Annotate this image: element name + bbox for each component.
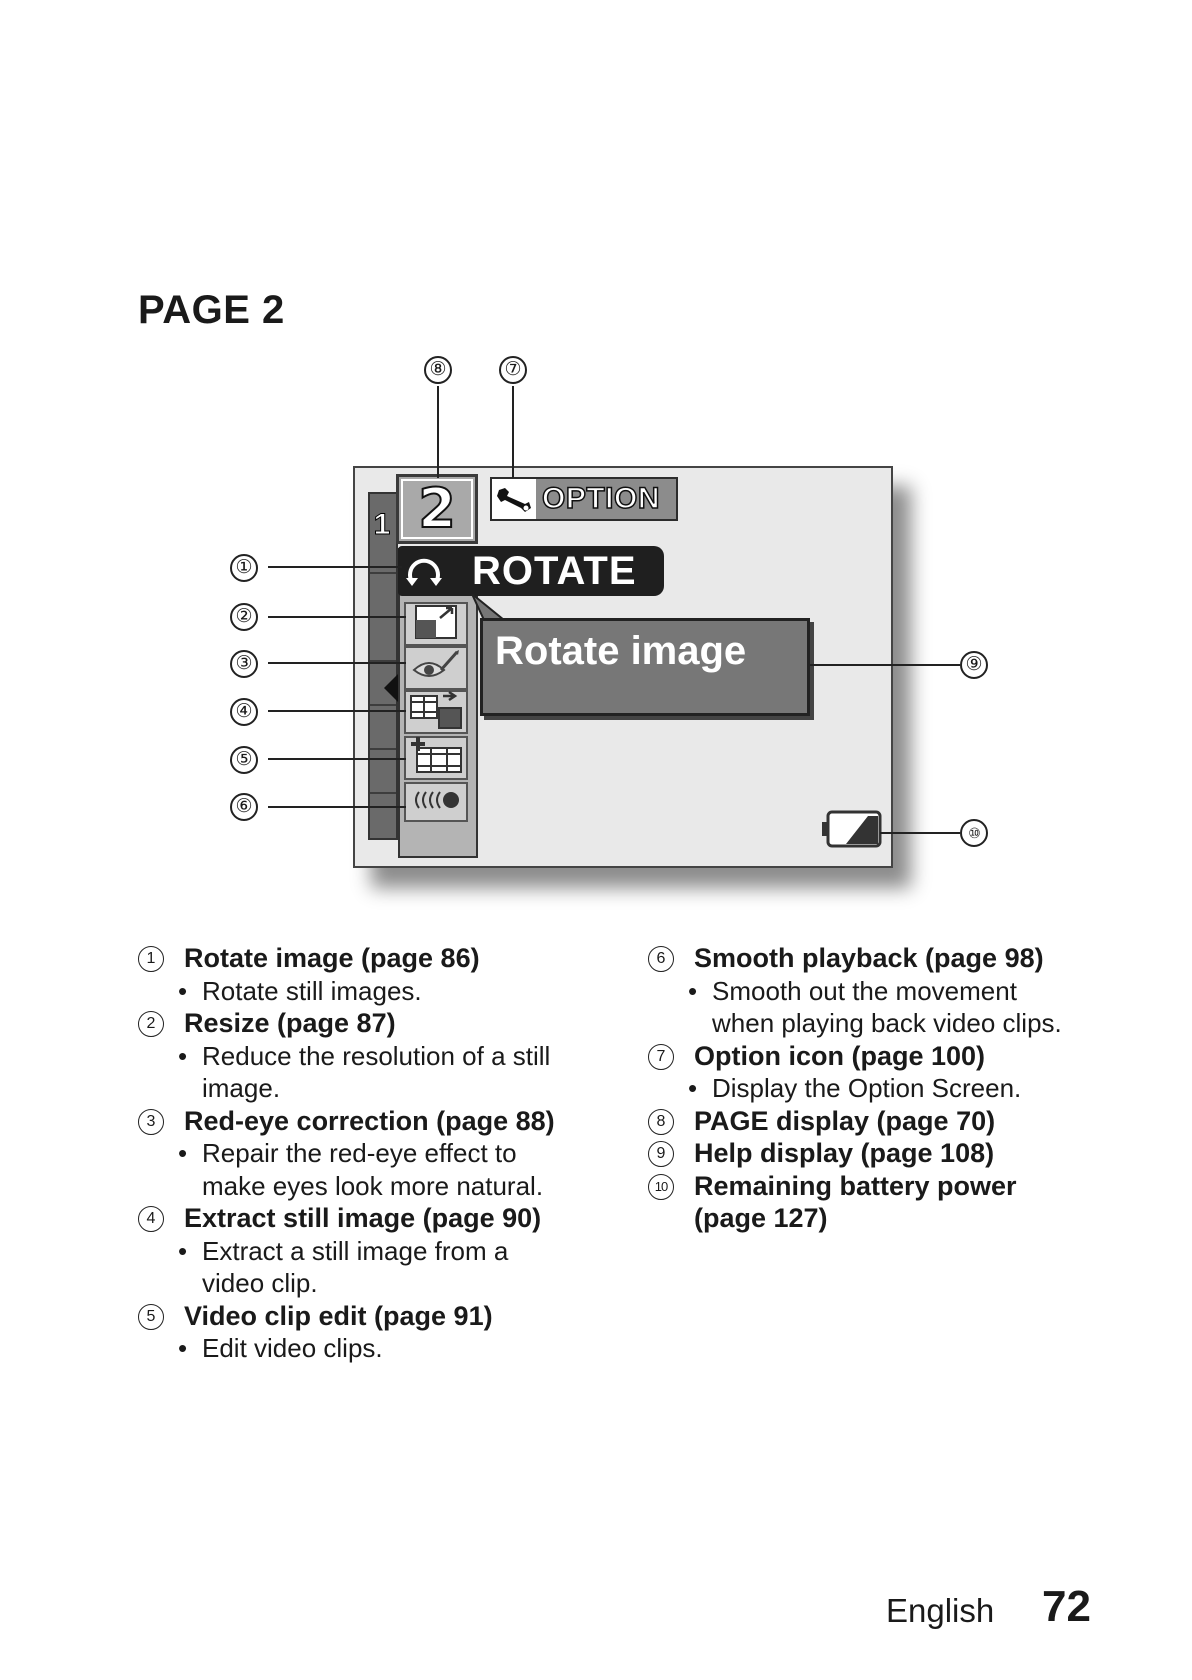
page-display: 2 xyxy=(396,474,478,544)
rotate-menu-item[interactable]: ROTATE xyxy=(398,546,664,596)
help-text: Rotate image xyxy=(495,629,747,673)
legend-number: 3 xyxy=(138,1108,164,1135)
legend-title: Video clip edit (page 91) xyxy=(184,1300,493,1331)
legend-desc: Reduce the resolution of a still xyxy=(202,1040,551,1071)
legend-desc: when playing back video clips. xyxy=(712,1008,1062,1038)
legend-desc: Smooth out the movement xyxy=(712,975,1017,1006)
legend-number: 2 xyxy=(138,1011,164,1037)
legend-number: 5 xyxy=(138,1303,164,1330)
page-heading: PAGE 2 xyxy=(138,288,285,332)
footer-page-number: 72 xyxy=(1042,1582,1091,1631)
leader-line-5 xyxy=(268,758,406,760)
option-icon-box[interactable]: OPTION xyxy=(490,477,678,521)
leader-line-7 xyxy=(512,386,514,478)
legend-desc: Extract a still image from a xyxy=(202,1235,509,1266)
rotate-icon xyxy=(398,548,450,594)
legend-desc: Edit video clips. xyxy=(202,1333,383,1363)
red-eye-menu-item[interactable] xyxy=(404,646,468,690)
legend-number: 10 xyxy=(648,1173,674,1200)
legend-desc: video clip. xyxy=(202,1268,318,1298)
legend-number: 6 xyxy=(648,946,674,972)
legend-number: 7 xyxy=(648,1043,674,1070)
legend-number: 8 xyxy=(648,1108,674,1135)
resize-icon xyxy=(414,604,458,645)
legend-title: PAGE display (page 70) xyxy=(694,1105,996,1136)
page-1-tab xyxy=(368,492,398,840)
legend-title: Help display (page 108) xyxy=(694,1138,995,1168)
leader-line-8 xyxy=(437,386,439,478)
leader-line-1 xyxy=(268,566,402,568)
rotate-label: ROTATE xyxy=(472,548,637,593)
legend-number: 9 xyxy=(648,1141,674,1167)
help-display: Rotate image xyxy=(480,618,810,716)
legend-title: Smooth playback (page 98) xyxy=(694,943,1044,973)
callout-1: ① xyxy=(230,554,258,582)
leader-line-4 xyxy=(268,710,406,712)
legend-title-continued: (page 127) xyxy=(694,1203,828,1233)
legend-desc: Repair the red-eye effect to xyxy=(202,1138,517,1168)
legend-number: 4 xyxy=(138,1206,164,1232)
legend-desc: Rotate still images. xyxy=(202,975,422,1006)
menu-column xyxy=(398,548,478,858)
video-edit-menu-item[interactable] xyxy=(404,736,468,780)
camera-screen-figure: 1 2 OPTION xyxy=(230,356,988,868)
page-1-label: 1 xyxy=(373,508,391,542)
leader-line-3 xyxy=(268,662,406,664)
selector-arrow-icon xyxy=(384,670,402,706)
extract-still-menu-item[interactable] xyxy=(404,690,468,734)
callout-3: ③ xyxy=(230,650,258,678)
callout-2: ② xyxy=(230,603,258,631)
legend-title: Extract still image (page 90) xyxy=(184,1203,542,1233)
leader-line-2 xyxy=(268,616,406,618)
legend-title: Red-eye correction (page 88) xyxy=(184,1105,555,1136)
callout-9: ⑨ xyxy=(960,651,988,679)
leader-line-10 xyxy=(880,832,960,834)
leader-line-9 xyxy=(810,664,960,666)
legend-title: Rotate image (page 86) xyxy=(184,943,480,973)
extract-still-icon xyxy=(409,690,463,735)
callout-8: ⑧ xyxy=(424,356,452,384)
legend-entry-10: 10 Remaining battery power (page 127) xyxy=(648,1170,1108,1235)
legend-title: Resize (page 87) xyxy=(184,1008,396,1038)
legend-title: Remaining battery power xyxy=(694,1170,1017,1201)
video-edit-icon xyxy=(409,736,463,781)
callout-5: ⑤ xyxy=(230,746,258,774)
legend-title: Option icon (page 100) xyxy=(694,1040,986,1071)
footer-language: English xyxy=(886,1592,995,1629)
option-label: OPTION xyxy=(541,481,661,516)
callout-6: ⑥ xyxy=(230,793,258,821)
legend-desc: make eyes look more natural. xyxy=(202,1170,544,1201)
legend-number: 1 xyxy=(138,946,164,972)
wrench-icon xyxy=(492,479,536,519)
battery-icon xyxy=(822,810,882,848)
resize-menu-item[interactable] xyxy=(404,602,468,646)
callout-10: ⑩ xyxy=(960,819,988,847)
red-eye-icon xyxy=(411,648,461,689)
legend-entry-8: 8 PAGE display (page 70) xyxy=(648,1105,1108,1138)
callout-7: ⑦ xyxy=(499,356,527,384)
smooth-playback-menu-item[interactable] xyxy=(404,782,468,822)
smooth-playback-icon xyxy=(409,788,463,817)
leader-line-6 xyxy=(268,806,406,808)
callout-4: ④ xyxy=(230,698,258,726)
legend-desc: image. xyxy=(202,1073,281,1103)
legend-entry-9: 9 Help display (page 108) xyxy=(648,1137,1108,1170)
page-2-label: 2 xyxy=(417,477,457,540)
legend-desc: Display the Option Screen. xyxy=(712,1073,1022,1103)
